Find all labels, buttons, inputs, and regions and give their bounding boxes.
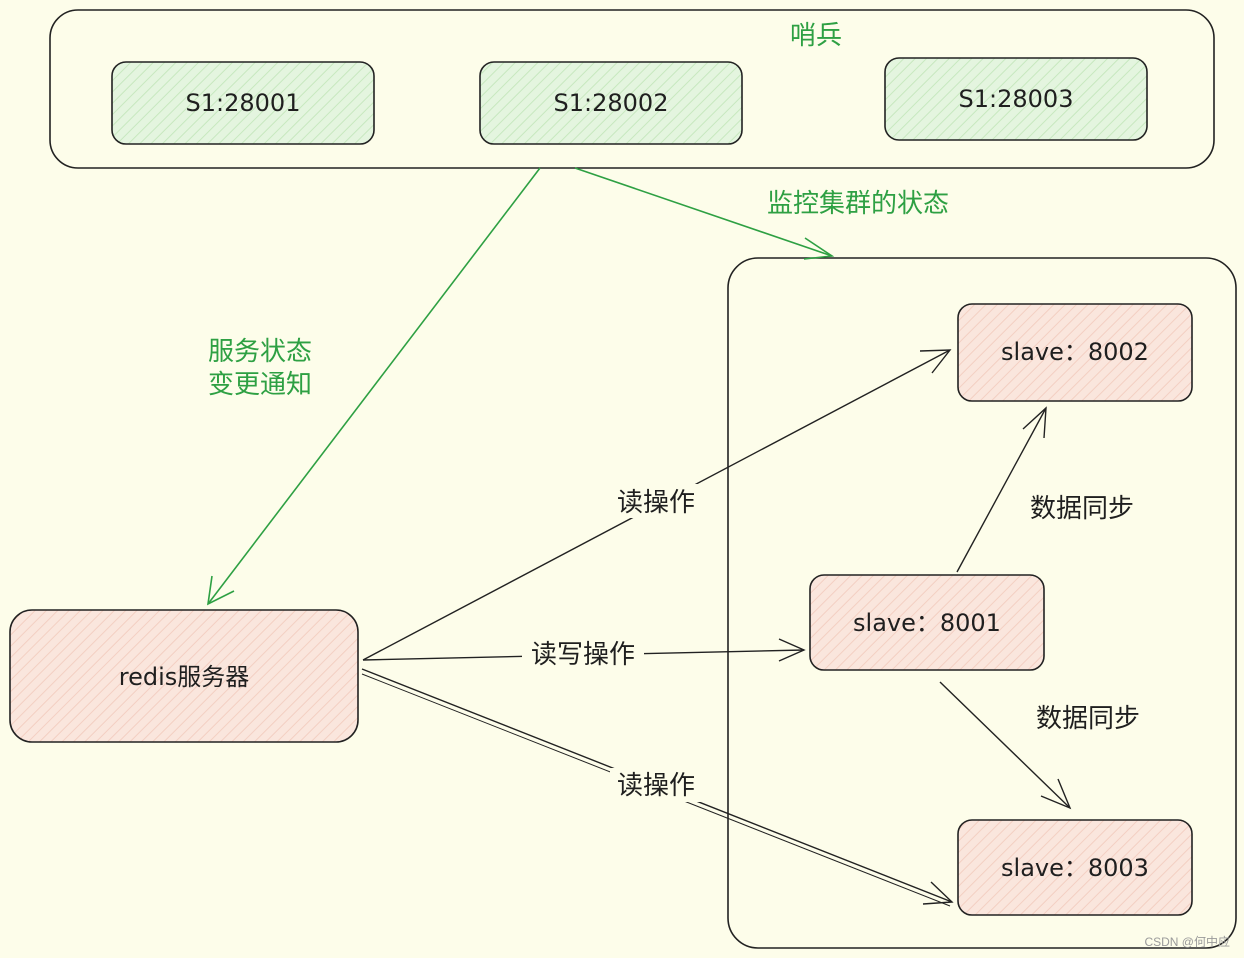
read-label-top: 读操作 <box>617 488 695 518</box>
sentinel-node-box <box>479 61 743 145</box>
slave-node-label: slave：8002 <box>1001 338 1149 366</box>
sync-arrow-bottom <box>939 681 1072 810</box>
redis-server-box <box>9 609 359 743</box>
cluster-container <box>727 257 1237 949</box>
sentinel-group-container <box>49 9 1215 169</box>
sentinel-title: 哨兵 <box>790 21 842 51</box>
monitor-arrow <box>574 167 835 260</box>
sentinel-node-label: S1:28002 <box>554 89 669 117</box>
read-label-bottom: 读操作 <box>617 771 695 801</box>
notify-label-line2: 变更通知 <box>208 370 312 400</box>
slave-node-box <box>957 303 1193 402</box>
slave-node-label: slave：8003 <box>1001 854 1149 882</box>
sentinel-node-label: S1:28003 <box>959 85 1074 113</box>
sync-label-bottom: 数据同步 <box>1036 704 1140 734</box>
sentinel-node-label: S1:28001 <box>186 89 301 117</box>
read-write-label: 读写操作 <box>531 640 635 670</box>
read-label-bottom-bg <box>610 768 702 802</box>
notify-arrow <box>206 167 541 606</box>
slave-node-box <box>809 574 1045 671</box>
sync-label-top: 数据同步 <box>1030 494 1134 524</box>
sentinel-node-box <box>884 57 1148 141</box>
sentinel-node-box <box>111 61 375 145</box>
slave-node-box <box>957 819 1193 916</box>
read-write-label-bg <box>522 636 644 670</box>
sync-arrow-top <box>956 406 1047 573</box>
notify-label-line1: 服务状态 <box>208 337 312 367</box>
monitor-label: 监控集群的状态 <box>767 189 949 219</box>
slave-node-label: slave：8001 <box>853 609 1001 637</box>
csdn-watermark: CSDN @何中应 <box>1144 935 1230 949</box>
read-label-top-bg <box>610 484 702 518</box>
redis-server-label: redis服务器 <box>119 663 250 691</box>
